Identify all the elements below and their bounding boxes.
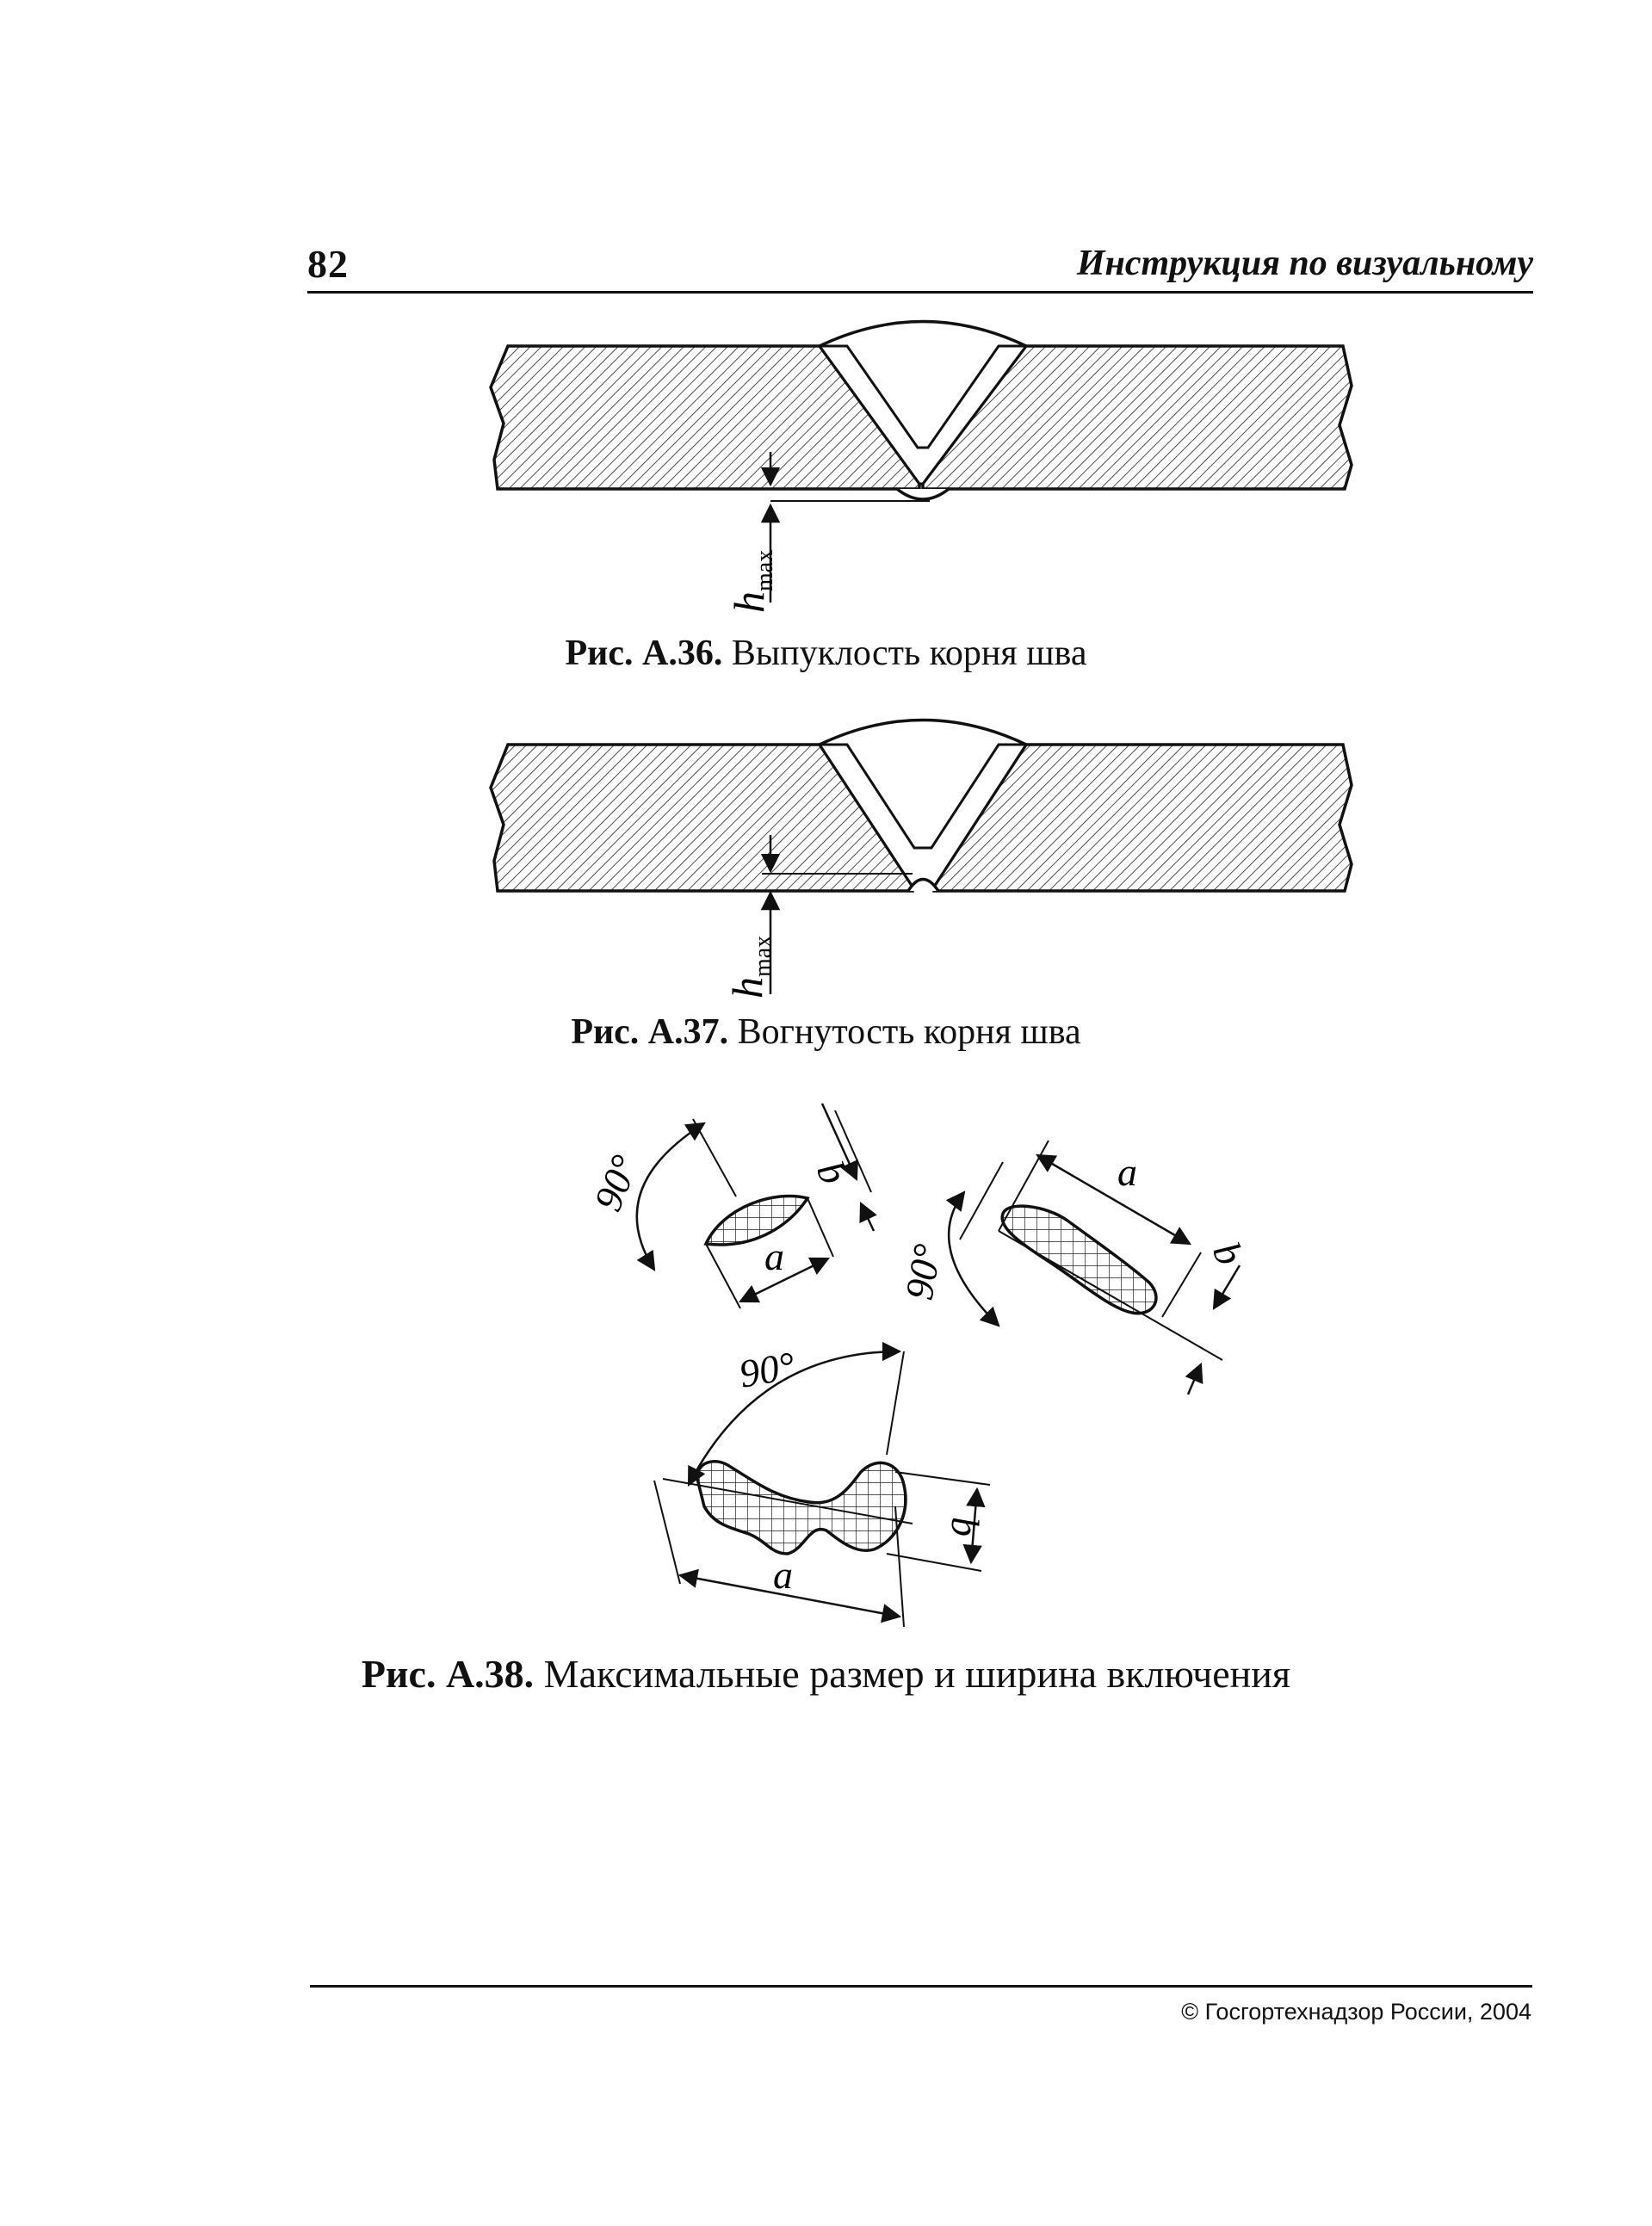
fig-a38-width-label-1: b	[808, 1154, 857, 1190]
fig-a36-title: Выпуклость корня шва	[731, 634, 1087, 673]
fig-a38-length-label-2: a	[1117, 1150, 1137, 1194]
footer-copyright: © Госгортехнадзор России, 2004	[1181, 1999, 1531, 2025]
fig-a38-title: Максимальные размер и ширина включения	[543, 1652, 1291, 1696]
page-number: 82	[307, 242, 349, 286]
fig-a36-caption: Рис. А.36. Выпуклость корня шва	[0, 633, 1652, 674]
fig-a36-drawing	[489, 319, 1353, 603]
fig-a38-label: Рис. А.38.	[361, 1652, 535, 1696]
fig-a38-inclusion-2	[945, 1140, 1241, 1395]
fig-a36-label: Рис. А.36.	[565, 634, 723, 673]
running-title: Инструкция по визуальному	[1076, 244, 1533, 283]
footer-rule	[310, 1985, 1532, 1988]
header-rule	[307, 291, 1533, 294]
fig-a38-angle-label-2: 90°	[897, 1240, 950, 1302]
fig-a38-width-label-2: b	[1204, 1235, 1253, 1271]
fig-a38-inclusion-3	[653, 1341, 991, 1628]
fig-a38-caption: Рис. А.38. Максимальные размер и ширина …	[0, 1651, 1652, 1697]
fig-a38-width-label-3: b	[944, 1517, 987, 1537]
fig-a37-caption: Рис. А.37. Вогнутость корня шва	[0, 1011, 1652, 1053]
fig-a38-length-label-3: a	[773, 1553, 793, 1597]
fig-a37-label: Рис. А.37.	[571, 1012, 729, 1052]
fig-a36-dimension-label: hmax	[725, 550, 778, 613]
fig-a37-title: Вогнутость корня шва	[737, 1012, 1081, 1052]
fig-a37-dimension-label: hmax	[723, 936, 777, 999]
fig-a38-length-label-1: a	[764, 1234, 784, 1278]
fig-a38-inclusion-1	[635, 1103, 877, 1309]
fig-a38-angle-label-3: 90°	[736, 1343, 798, 1395]
fig-a37-drawing	[489, 718, 1353, 994]
